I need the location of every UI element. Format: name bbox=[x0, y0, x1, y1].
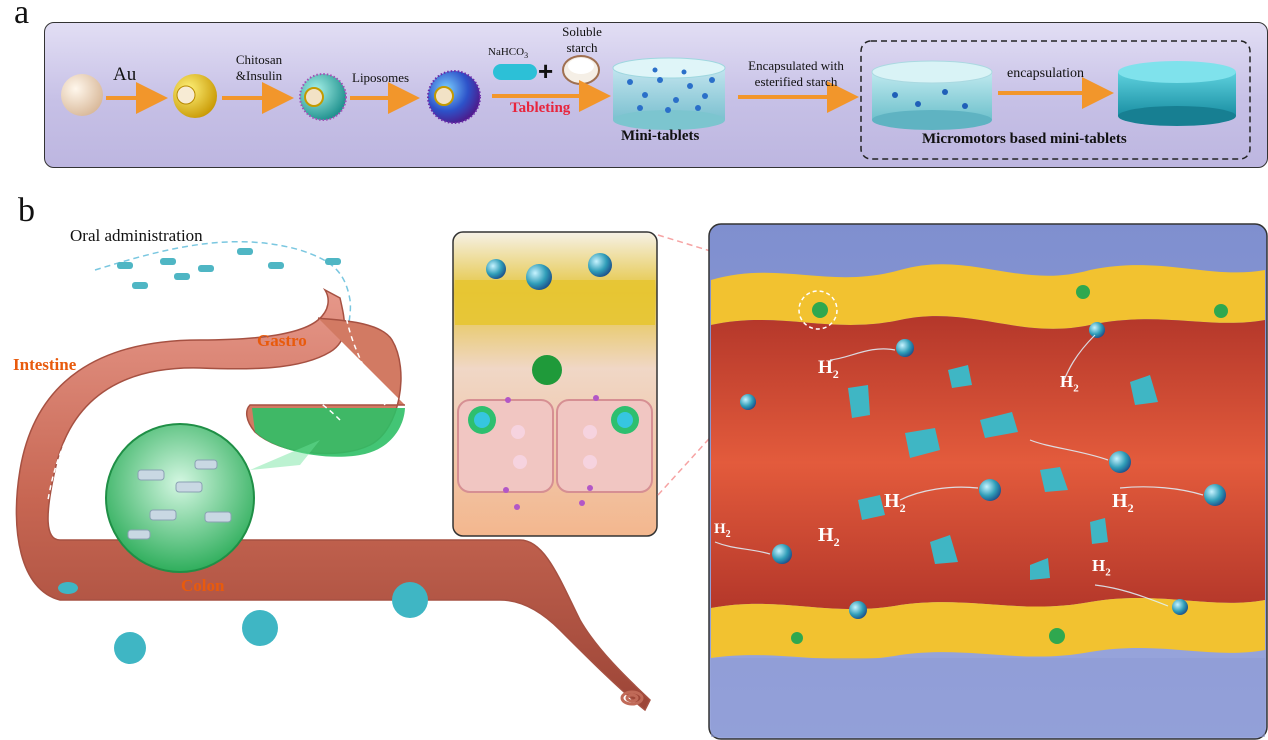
mini-tablet-cylinder bbox=[612, 57, 726, 130]
oral-path bbox=[94, 241, 352, 346]
oral-tablets bbox=[117, 248, 341, 289]
h2-main: H bbox=[1092, 556, 1106, 575]
h2-sub: 2 bbox=[1105, 566, 1111, 579]
stomach-zoom-circle bbox=[105, 423, 255, 573]
core-sphere bbox=[61, 74, 103, 116]
h2-label: H2 bbox=[818, 524, 840, 550]
h2-main: H bbox=[884, 490, 900, 512]
h2-sub: 2 bbox=[899, 501, 906, 515]
soluble-line1: Soluble bbox=[562, 24, 602, 39]
h2-label: H2 bbox=[1092, 556, 1111, 578]
colon-clusters bbox=[58, 582, 428, 664]
label-intestine: Intestine bbox=[13, 355, 77, 374]
micromotor-dashed-box bbox=[860, 40, 1251, 160]
label-nahco3: NaHCO3 bbox=[488, 46, 528, 60]
label-mini-tablets: Mini-tablets bbox=[621, 128, 700, 144]
label-chitosan: Chitosan &Insulin bbox=[225, 52, 293, 84]
encap-line2: esterified starch bbox=[754, 74, 838, 89]
label-encapsulated: Encapsulated with esterified starch bbox=[737, 58, 855, 90]
encapsulated-tablet bbox=[1118, 61, 1236, 126]
panel-b-graphics bbox=[15, 223, 1268, 740]
panel-b-letter: b bbox=[18, 192, 35, 229]
label-chitosan-line1: Chitosan bbox=[235, 52, 283, 67]
label-soluble-starch: Soluble starch bbox=[556, 24, 608, 56]
panel-a-graphics bbox=[61, 40, 1251, 160]
label-micromotors: Micromotors based mini-tablets bbox=[922, 131, 1127, 147]
nahco3-text: NaHCO bbox=[488, 46, 525, 58]
h2-main: H bbox=[818, 524, 834, 546]
label-encapsulation: encapsulation bbox=[1007, 66, 1084, 81]
label-tableting: Tableting bbox=[510, 100, 571, 116]
nahco3-pill bbox=[493, 64, 537, 80]
panel-a-letter: a bbox=[14, 0, 30, 31]
intestine-tract bbox=[15, 288, 651, 712]
encap-line1: Encapsulated with bbox=[748, 58, 844, 73]
h2-main: H bbox=[1112, 490, 1128, 512]
label-chitosan-line2: &Insulin bbox=[235, 68, 283, 83]
colon-end bbox=[620, 690, 644, 706]
cell-inset bbox=[452, 231, 658, 537]
starch-bowl bbox=[562, 55, 600, 85]
h2-label: H2 bbox=[1112, 490, 1134, 516]
coated-tablet bbox=[871, 60, 993, 130]
h2-main: H bbox=[818, 357, 833, 378]
h2-label: H2 bbox=[714, 521, 731, 540]
h2-sub: 2 bbox=[725, 529, 731, 540]
h2-label: H2 bbox=[818, 357, 839, 382]
h2-sub: 2 bbox=[1073, 382, 1079, 395]
h2-label: H2 bbox=[1060, 372, 1079, 394]
label-gastro: Gastro bbox=[257, 331, 307, 350]
label-au: Au bbox=[113, 64, 137, 85]
nahco3-sub: 3 bbox=[524, 51, 529, 61]
h2-label: H2 bbox=[884, 490, 906, 516]
plus-sign: + bbox=[538, 56, 554, 86]
h2-main: H bbox=[714, 521, 726, 537]
chitosan-insulin-sphere bbox=[299, 73, 347, 121]
label-colon: Colon bbox=[181, 576, 225, 595]
label-oral-administration: Oral administration bbox=[70, 226, 203, 245]
h2-main: H bbox=[1060, 372, 1074, 391]
label-liposomes: Liposomes bbox=[352, 70, 410, 85]
h2-sub: 2 bbox=[833, 535, 840, 549]
lumen-inset bbox=[708, 223, 1268, 740]
liposome-sphere bbox=[427, 70, 481, 124]
h2-sub: 2 bbox=[1127, 501, 1134, 515]
h2-sub: 2 bbox=[832, 366, 839, 381]
soluble-line2: starch bbox=[566, 40, 598, 55]
